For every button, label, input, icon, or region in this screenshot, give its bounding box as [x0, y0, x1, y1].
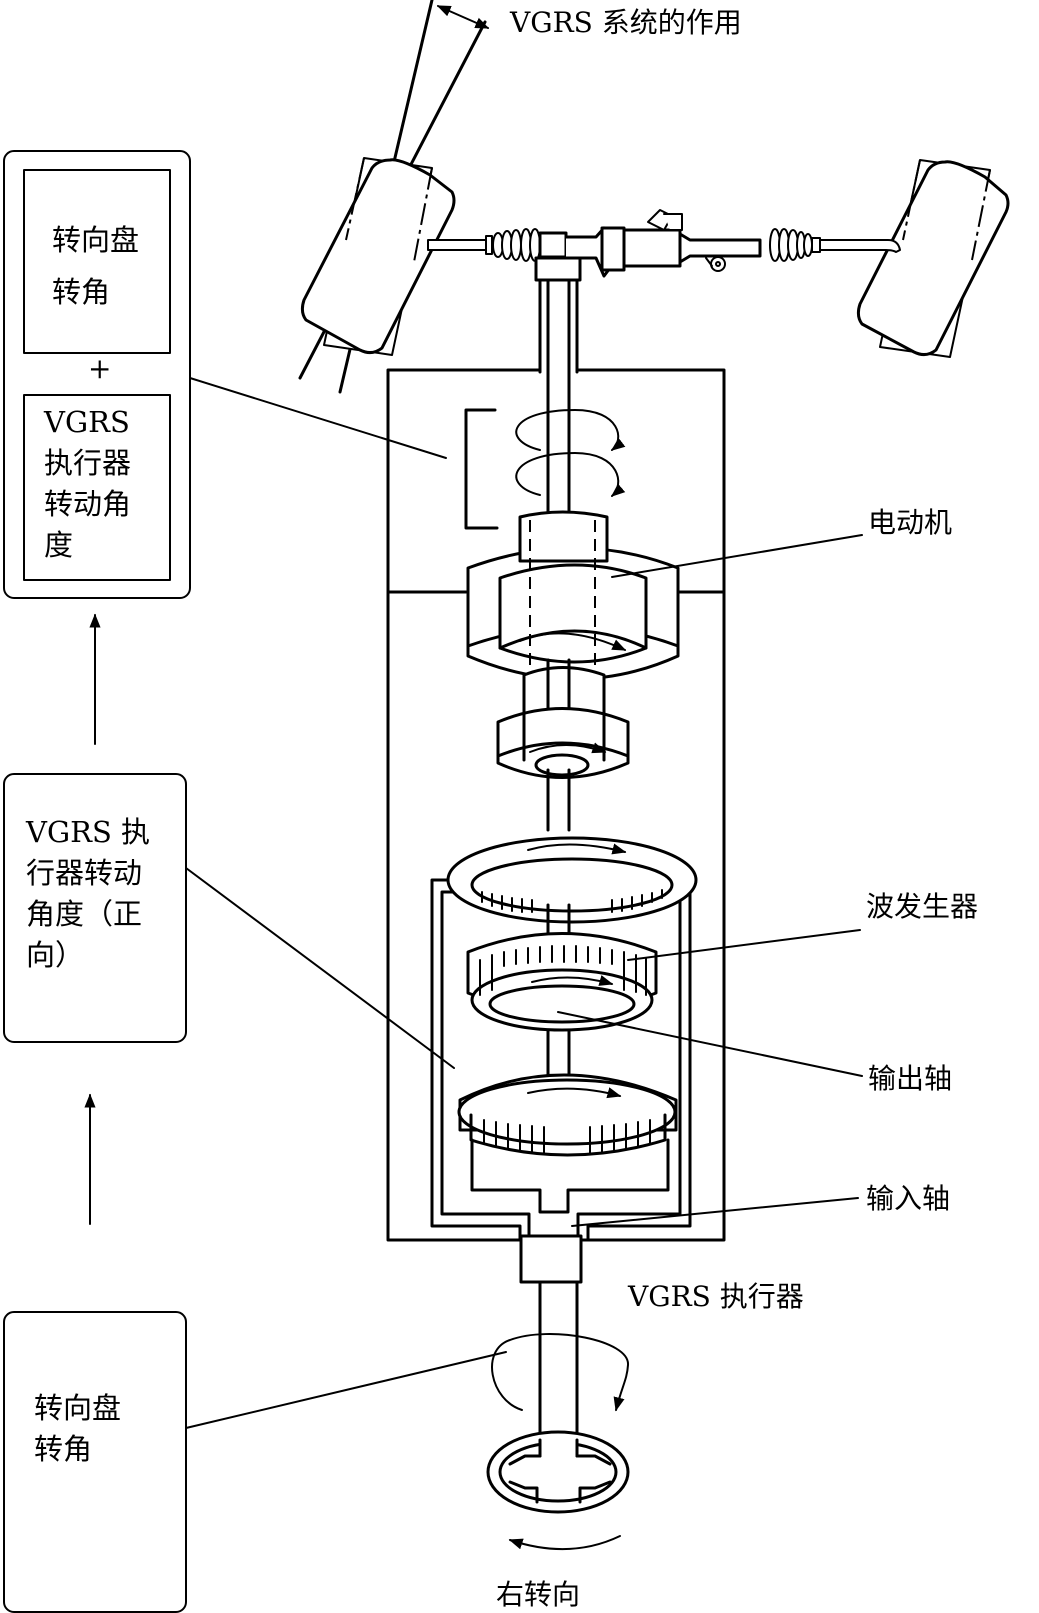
rotation-arrow-icon	[515, 409, 626, 451]
wave-generator-label: 波发生器	[866, 890, 978, 923]
right-bellows	[769, 228, 821, 262]
steering-angle-subbox	[23, 169, 171, 354]
rotation-arrow-icon	[515, 452, 626, 497]
bearing-ring	[496, 703, 630, 832]
left-wheel	[300, 157, 456, 356]
actuator-label: VGRS 执行器	[627, 1280, 804, 1313]
input-shaft-label: 输入轴	[866, 1182, 950, 1215]
upper-ring-rotation-arrow-icon	[527, 843, 627, 855]
left-bellows	[485, 228, 541, 262]
motor-rotation-arrow-icon	[519, 632, 627, 651]
steering-input-text: 转向盘 转角	[34, 1391, 122, 1466]
steering-rotation-arrow-icon	[491, 1333, 630, 1412]
wave-generator	[466, 932, 658, 1032]
right-wheel	[856, 159, 1010, 358]
lower-ring-rotation-arrow-icon	[527, 1087, 622, 1099]
ring-teeth	[481, 889, 663, 913]
bearing-rotation-arrow-icon	[529, 742, 607, 754]
steering-rack	[427, 209, 901, 278]
motor	[466, 510, 680, 752]
title-label: VGRS 系统的作用	[509, 6, 742, 39]
leader-lines	[185, 377, 863, 1429]
actuator-angle-box	[3, 773, 187, 1043]
actuator-angle-text: VGRS 执行器 转动角 度	[44, 405, 132, 562]
right-turn-label: 右转向	[496, 1578, 580, 1611]
steering-angle-text: 转向盘 转角	[52, 223, 140, 309]
actuator-angle-subbox	[23, 394, 171, 581]
right-turn-arrow-icon	[508, 1535, 621, 1551]
angle-arrow-icon	[436, 5, 490, 29]
rotation-bracket	[464, 408, 626, 530]
wave-generator-arrow-icon	[531, 975, 614, 986]
top-summary-box	[3, 150, 191, 599]
steering-input-box	[3, 1311, 187, 1613]
input-shaft	[519, 1234, 583, 1434]
motor-label: 电动机	[868, 506, 952, 539]
actuator-angle-forward-text: VGRS 执 行器转动 角度（正 向）	[26, 815, 151, 972]
output-shaft-label: 输出轴	[868, 1062, 952, 1095]
steering-wheel	[486, 1333, 630, 1551]
vgrs-housing	[386, 368, 726, 1242]
left-panel	[3, 150, 191, 1613]
plus-sign: +	[88, 352, 111, 385]
upper-ring-gear	[446, 836, 698, 1082]
lower-ring-gear	[457, 1073, 678, 1214]
